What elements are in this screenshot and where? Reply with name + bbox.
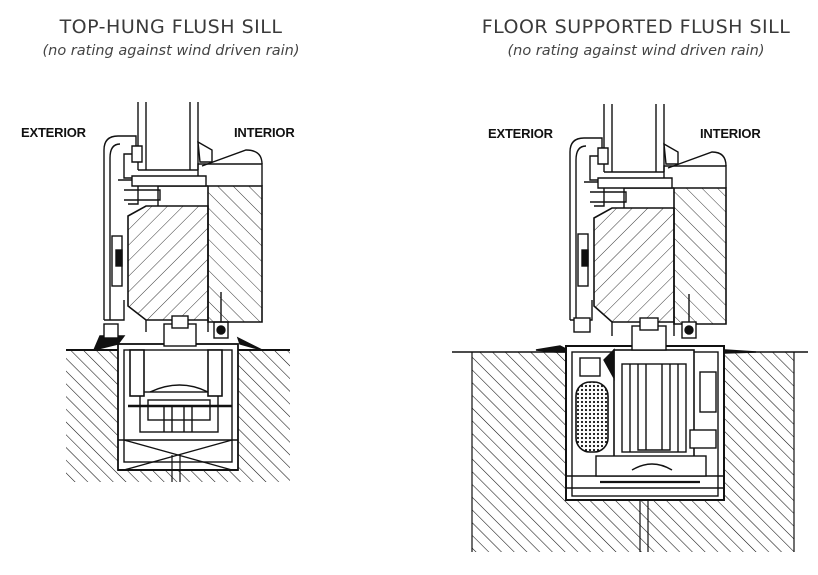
left-section-drawing bbox=[66, 102, 290, 482]
left-glazing bbox=[131, 102, 213, 187]
right-floor-pocket bbox=[565, 345, 725, 552]
right-section-drawing bbox=[452, 104, 808, 552]
right-interior-label: INTERIOR bbox=[700, 126, 761, 141]
right-timber-sash bbox=[593, 151, 727, 351]
left-exterior-label: EXTERIOR bbox=[21, 125, 86, 140]
right-glazing bbox=[597, 104, 679, 189]
right-exterior-label: EXTERIOR bbox=[488, 126, 553, 141]
left-interior-label: INTERIOR bbox=[234, 125, 295, 140]
right-detail-subtitle: (no rating against wind driven rain) bbox=[507, 43, 765, 59]
left-timber-sash bbox=[127, 149, 263, 347]
left-floor-channel bbox=[117, 343, 239, 482]
left-floor-seals bbox=[92, 292, 263, 352]
left-detail-subtitle: (no rating against wind driven rain) bbox=[42, 43, 300, 59]
right-detail-title: FLOOR SUPPORTED FLUSH SILL bbox=[481, 16, 791, 38]
left-detail-title: TOP-HUNG FLUSH SILL bbox=[59, 16, 283, 38]
